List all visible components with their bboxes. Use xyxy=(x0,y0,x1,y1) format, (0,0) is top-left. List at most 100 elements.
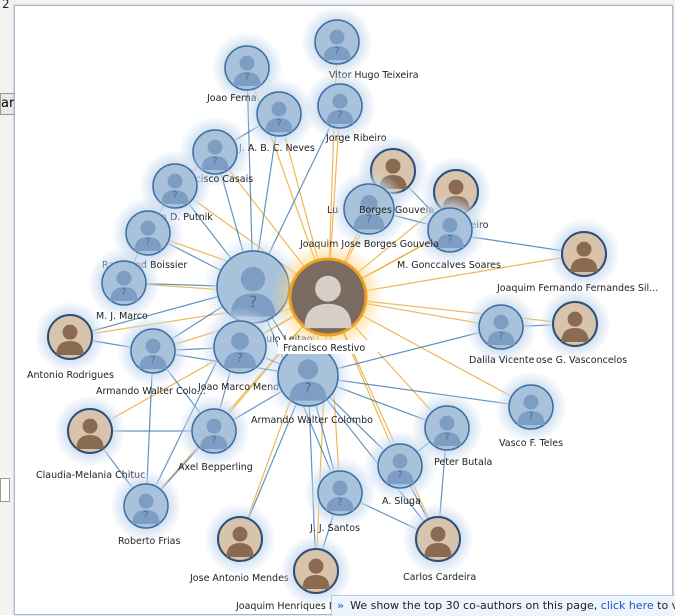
svg-text:?: ? xyxy=(145,237,150,248)
coauthor-node-jffs[interactable]: Joaquim Fernando Fernandes Sil... xyxy=(496,218,658,294)
center-author-node[interactable]: Francisco Restivo xyxy=(272,241,384,354)
coauthor-label: Antonio Rodrigues xyxy=(27,370,114,381)
unknown-person-icon: ? xyxy=(386,453,414,485)
unknown-person-icon: ? xyxy=(110,270,138,302)
coauthor-node-marco[interactable]: ? M. J. Marco xyxy=(88,247,160,322)
coauthor-label: M. J. Marco xyxy=(96,311,148,322)
svg-text:?: ? xyxy=(244,72,249,83)
svg-text:?: ? xyxy=(212,156,217,167)
center-author-label: Francisco Restivo xyxy=(283,343,365,354)
unknown-person-icon: ? xyxy=(161,173,189,205)
coauthor-label: Francisco Casais xyxy=(175,174,253,185)
coauthor-node-jjbg[interactable]: ? Joaquim Jose Borges Gouveia xyxy=(299,194,486,266)
coauthor-node-mendes_ja[interactable]: Jose Antonio Mendes xyxy=(189,503,289,584)
coauthor-node-bepperling[interactable]: ? Axel Bepperling xyxy=(178,395,253,473)
unknown-person-icon: ? xyxy=(353,195,385,230)
unknown-person-icon: ? xyxy=(436,217,464,249)
coauthor-node-borges2[interactable]: ?Borges Gouveia xyxy=(330,170,434,248)
author-photo-icon xyxy=(561,311,589,343)
footer-text: We show the top 30 co-authors on this pa… xyxy=(350,599,598,612)
coauthor-node-frias[interactable]: ? Roberto Frias xyxy=(110,470,182,547)
svg-text:?: ? xyxy=(150,355,155,366)
coauthor-node-cardeira[interactable]: Carlos Cardeira xyxy=(402,503,476,583)
svg-text:?: ? xyxy=(121,287,126,298)
unknown-person-icon: ? xyxy=(134,220,162,252)
coauthor-node-jhd[interactable]: Joaquim Henriques De xyxy=(235,535,352,612)
svg-text:?: ? xyxy=(337,497,342,508)
unknown-person-icon: ? xyxy=(433,415,461,447)
coauthor-node-vitor[interactable]: ?Vitor Hugo Teixeira xyxy=(301,6,419,81)
coauthor-label: Carlos Cardeira xyxy=(403,572,476,583)
coauthor-node-jabc[interactable]: ? J. A. B. C. Neves xyxy=(238,78,315,154)
coauthor-label: Jose Antonio Mendes xyxy=(189,573,289,584)
coauthor-label: Claudia-Melania Chituc xyxy=(36,470,145,481)
unknown-person-icon: ? xyxy=(326,480,354,512)
coauthor-node-mendes_jm[interactable]: ? Joao Marco Mende xyxy=(197,307,285,393)
unknown-person-icon: ? xyxy=(233,55,261,87)
background-text: 2 xyxy=(2,0,10,11)
svg-text:?: ? xyxy=(143,510,148,521)
svg-text:?: ? xyxy=(366,213,372,226)
coauthor-label: A. Sluga xyxy=(382,496,421,507)
coauthor-label: M. Gonccalves Soares xyxy=(397,260,501,271)
coauthor-label: Armando Walter Colo... xyxy=(96,386,206,397)
svg-text:?: ? xyxy=(528,411,533,422)
svg-text:?: ? xyxy=(276,118,281,129)
coauthor-node-mgs[interactable]: M. Gonccalves Soares xyxy=(397,260,501,271)
svg-text:?: ? xyxy=(334,46,339,57)
coauthor-label: Joao Marco Mende xyxy=(197,382,285,393)
unknown-person-icon: ? xyxy=(487,314,515,346)
svg-text:?: ? xyxy=(337,110,342,121)
coauthor-node-santos[interactable]: ? J. J. Santos xyxy=(304,457,376,534)
unknown-person-icon: ? xyxy=(132,493,160,525)
coauthor-node-chituc[interactable]: Claudia-Melania Chituc xyxy=(36,395,145,481)
footer-text-after: to view xyxy=(657,599,675,612)
coauthor-label: ose G. Vasconcelos xyxy=(536,355,627,366)
coauthor-label: Axel Bepperling xyxy=(178,462,253,473)
coauthor-label: Joao Ferna xyxy=(206,93,257,104)
svg-text:?: ? xyxy=(447,234,452,245)
coauthor-node-jorge[interactable]: ?Jorge Ribeiro xyxy=(304,70,387,144)
unknown-person-icon: ? xyxy=(323,29,351,61)
center-label-background xyxy=(278,340,378,354)
coauthor-node-dalila[interactable]: ? Dalila Vicente xyxy=(465,291,537,366)
coauthor-label: Vasco F. Teles xyxy=(499,438,563,449)
svg-text:?: ? xyxy=(172,190,177,201)
coauthor-footer: » We show the top 30 co-authors on this p… xyxy=(331,595,675,616)
unknown-person-icon: ? xyxy=(223,332,257,369)
coauthor-graph-panel: ?Vitor Hugo Teixeira? Joao Ferna ?Jorge Ri… xyxy=(14,5,673,615)
author-photo-icon xyxy=(226,526,254,558)
unknown-person-icon: ? xyxy=(326,93,354,125)
background-select[interactable] xyxy=(0,478,10,502)
coauthor-label: J. J. Santos xyxy=(309,523,360,534)
coauthor-node-sluga[interactable]: ? A. Sluga xyxy=(364,430,436,507)
svg-text:?: ? xyxy=(397,470,402,481)
coauthor-label: Peter Butala xyxy=(434,457,492,468)
unknown-person-icon: ? xyxy=(517,394,545,426)
coauthor-label: Armando Walter Colombo xyxy=(251,415,373,426)
coauthor-label: Roberto Frias xyxy=(118,536,180,547)
coauthor-node-rodrigues[interactable]: Antonio Rodrigues xyxy=(27,301,114,381)
svg-text:?: ? xyxy=(249,292,258,311)
coauthor-label: Dalila Vicente xyxy=(469,355,535,366)
coauthor-label: Joaquim Henriques De xyxy=(235,601,342,612)
author-photo-icon xyxy=(76,418,104,450)
svg-text:?: ? xyxy=(444,432,449,443)
coauthor-label: Joaquim Jose Borges Gouveia xyxy=(299,239,439,250)
coauthor-label: Borges Gouveia xyxy=(359,205,434,216)
coauthor-node-awc1[interactable]: ? Armando Walter Colo... xyxy=(96,315,206,397)
coauthor-node-vasconcelos[interactable]: ose G. Vasconcelos xyxy=(536,288,627,366)
click-here-link[interactable]: click here xyxy=(600,599,654,612)
author-photo-icon xyxy=(302,558,330,590)
coauthor-label: J. A. B. C. Neves xyxy=(238,143,315,154)
author-photo-icon xyxy=(570,241,598,273)
center-author-photo-icon xyxy=(304,275,352,329)
coauthor-node-teles[interactable]: ? Vasco F. Teles xyxy=(495,371,567,449)
unknown-person-icon: ? xyxy=(200,418,228,450)
expand-arrow-icon[interactable]: » xyxy=(337,599,345,612)
unknown-person-icon: ? xyxy=(289,359,327,401)
unknown-person-icon: ? xyxy=(139,338,167,370)
svg-text:?: ? xyxy=(304,381,311,397)
unknown-person-icon: ? xyxy=(201,139,229,171)
svg-text:?: ? xyxy=(498,331,503,342)
